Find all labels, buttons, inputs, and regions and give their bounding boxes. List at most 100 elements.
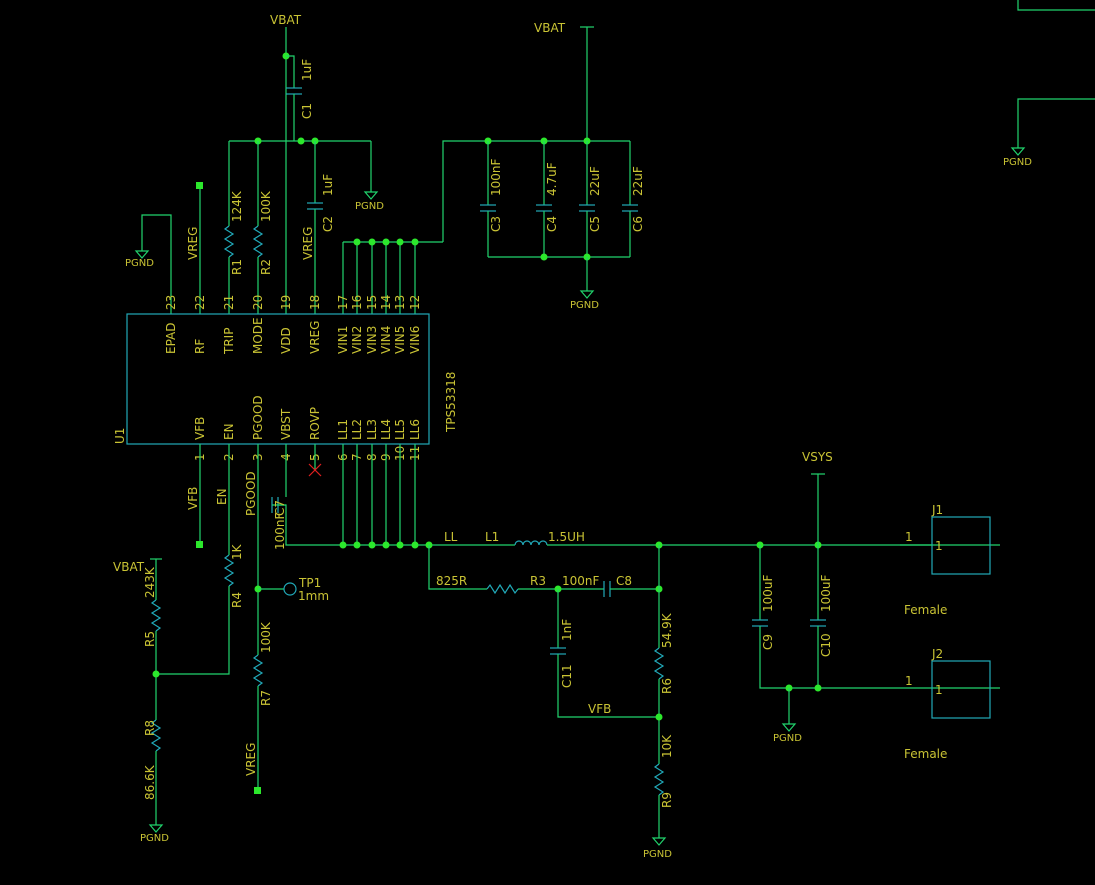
pin-name: VFB <box>193 417 207 440</box>
c9-ref: C9 <box>761 634 775 650</box>
c6-ref: C6 <box>631 216 645 232</box>
connector-j1[interactable]: J1 1 1 Female <box>900 503 991 617</box>
pin-name: TRIP <box>222 328 236 355</box>
pin-name: MODE <box>251 317 265 354</box>
pgnd-label: PGND <box>125 258 154 269</box>
pin-name: LL4 <box>379 419 393 440</box>
l1-ref: L1 <box>485 530 499 544</box>
pin-name: VIN3 <box>365 326 379 354</box>
pin-name: LL5 <box>393 419 407 440</box>
pin-number: 12 <box>408 295 422 310</box>
j2-pin-name: 1 <box>935 683 943 697</box>
pgood-net: PGOOD TP1 1mm 100K R7 VREG <box>244 444 329 794</box>
pgnd-label: PGND <box>773 733 802 744</box>
r8-ref: R8 <box>143 720 157 736</box>
testpoint-tp1[interactable] <box>283 582 297 596</box>
vin-bus <box>342 140 630 314</box>
pin-name: EN <box>222 423 236 440</box>
partial-net-top-right: PGND <box>1003 0 1095 168</box>
vbat-label: VBAT <box>113 560 145 574</box>
capacitor-c2: 1uF C2 VREG <box>301 141 335 314</box>
pin-name: LL6 <box>408 419 422 440</box>
r4-ref: R4 <box>230 592 244 608</box>
ic-u1: U1 TPS53318 23EPAD22RF21TRIP20MODE19VDD1… <box>113 295 458 461</box>
c11-value: 1nF <box>560 619 574 641</box>
pin-number: 13 <box>393 295 407 310</box>
pin-name: LL1 <box>336 419 350 440</box>
c7-ref: C7 <box>273 500 287 516</box>
r9-value: 10K <box>660 734 674 758</box>
vfb-flag: VFB <box>186 444 203 548</box>
pin-name: VIN2 <box>350 326 364 354</box>
c7-value: 100nF <box>273 512 287 550</box>
r5-value: 243K <box>143 566 157 598</box>
pgnd-label: PGND <box>570 300 599 311</box>
pin-number: 18 <box>308 295 322 310</box>
c2-value: 1uF <box>321 174 335 196</box>
c4-ref: C4 <box>545 216 559 232</box>
pin-name: LL2 <box>350 419 364 440</box>
connector-j2[interactable]: J2 1 1 Female <box>904 647 991 761</box>
pgnd-label: PGND <box>643 849 672 860</box>
pgnd-label: PGND <box>1003 157 1032 168</box>
vsys-label: VSYS <box>802 450 833 464</box>
pin-number: 20 <box>251 295 265 310</box>
epad-pgnd: PGND <box>125 214 172 314</box>
c3-ref: C3 <box>489 216 503 232</box>
pin-name: PGOOD <box>251 395 265 440</box>
c2-ref: C2 <box>321 216 335 232</box>
pin-name: VIN4 <box>379 326 393 354</box>
pin-name: LL3 <box>365 419 379 440</box>
vreg-label: VREG <box>301 227 315 260</box>
tp1-value: 1mm <box>298 589 329 603</box>
r6-value: 54.9K <box>660 612 674 648</box>
r2-ref: R2 <box>259 259 273 275</box>
r9-ref: R9 <box>660 792 674 808</box>
r1-ref: R1 <box>230 259 244 275</box>
ic-bottom-pins: VFB1EN2PGOOD3VBST4ROVP5LL16LL27LL38LL49L… <box>193 395 422 461</box>
pin-name: VBST <box>279 408 293 440</box>
pin-number: 15 <box>365 295 379 310</box>
j2-type: Female <box>904 747 947 761</box>
c10-value: 100uF <box>819 574 833 612</box>
vbat-label: VBAT <box>270 13 302 27</box>
rovp-no-connect <box>308 444 322 477</box>
feedback-network: 825R R3 100nF C8 1nF C11 VFB <box>428 545 663 718</box>
pin-name: EPAD <box>164 323 178 355</box>
ll-label: LL <box>444 530 458 544</box>
pin-number: 19 <box>279 295 293 310</box>
j1-pin-number: 1 <box>905 530 913 544</box>
pin-name: VIN5 <box>393 326 407 354</box>
pin-number: 21 <box>222 295 236 310</box>
pin-name: VIN1 <box>336 326 350 354</box>
c6-value: 22uF <box>631 166 645 196</box>
ic-ref: U1 <box>113 428 127 444</box>
r3-value: 825R <box>436 574 467 588</box>
pin-name: VDD <box>279 327 293 354</box>
c1-ref: C1 <box>300 103 314 119</box>
pin-number: 22 <box>193 295 207 310</box>
tp1-ref: TP1 <box>298 576 321 590</box>
r7-value: 100K <box>259 621 273 653</box>
pin-name: VIN6 <box>408 326 422 354</box>
pin-number: 14 <box>379 295 393 310</box>
pin-name: VREG <box>308 321 322 354</box>
c5-value: 22uF <box>588 166 602 196</box>
c10-ref: C10 <box>819 633 833 657</box>
c3-value: 100nF <box>489 158 503 196</box>
c8-value: 100nF <box>562 574 600 588</box>
vreg-label: VREG <box>244 743 258 776</box>
c11-ref: C11 <box>560 664 574 688</box>
vbat-label: VBAT <box>534 21 566 35</box>
inductor-l1: L1 1.5UH <box>485 530 1000 549</box>
output-divider: 54.9K R6 PGND 10K R9 <box>643 545 674 860</box>
pgnd-label: PGND <box>355 201 384 212</box>
r1-value: 124K <box>230 190 244 222</box>
input-capacitors: VBAT 100nF C3 4.7uF C4 22uF C5 22uF C6 <box>480 21 645 311</box>
c4-value: 4.7uF <box>545 162 559 196</box>
pgnd-label: PGND <box>140 833 169 844</box>
capacitor-c7: C7 100nF <box>271 444 344 550</box>
j1-pin-name: 1 <box>935 539 943 553</box>
r4-value: 1K <box>230 543 244 560</box>
